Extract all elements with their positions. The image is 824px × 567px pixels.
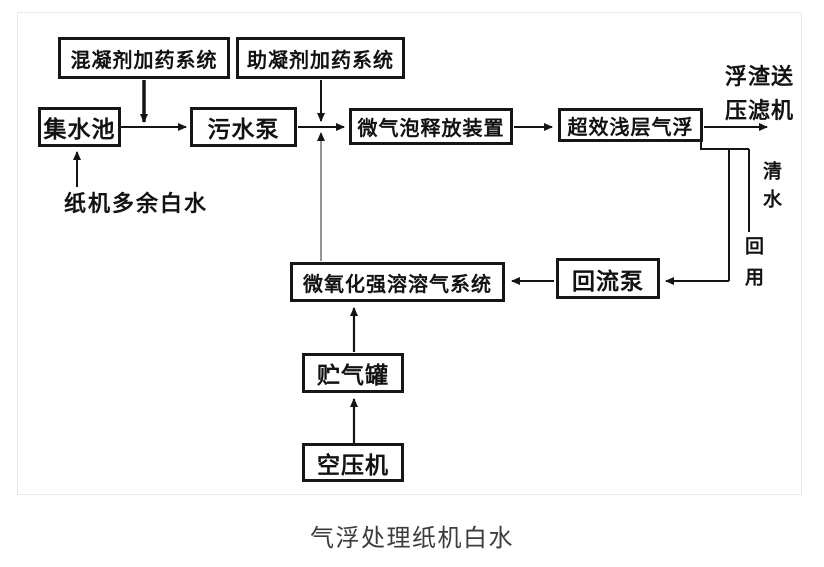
node-microbubble-release-device: 微气泡释放装置: [349, 108, 513, 145]
label-source-white-water: 纸机多余白水: [64, 191, 209, 216]
label-clear-water: 清水: [760, 161, 781, 217]
node-sewage-pump: 污水泵: [190, 107, 297, 147]
label-scum-to-filter-press: 浮渣送 压滤机: [725, 60, 794, 128]
node-high-efficiency-shallow-daf: 超效浅层气浮: [558, 108, 703, 142]
diagram-frame: [17, 12, 802, 495]
label-scum-line1: 浮渣送: [725, 64, 795, 89]
node-coagulant-dosing-system: 混凝剂加药系统: [58, 37, 230, 79]
node-air-storage-tank: 贮气罐: [302, 353, 404, 393]
node-air-compressor: 空压机: [302, 443, 404, 482]
label-reuse: 回用: [742, 236, 763, 298]
node-coagulant-aid-dosing-system: 助凝剂加药系统: [236, 37, 405, 79]
label-scum-line2: 压滤机: [725, 98, 795, 123]
node-collection-tank: 集水池: [38, 107, 121, 147]
node-micro-oxidation-dissolved-air-system: 微氧化强溶溶气系统: [290, 262, 505, 302]
diagram-caption: 气浮处理纸机白水: [310, 525, 514, 552]
node-return-pump: 回流泵: [556, 258, 660, 299]
